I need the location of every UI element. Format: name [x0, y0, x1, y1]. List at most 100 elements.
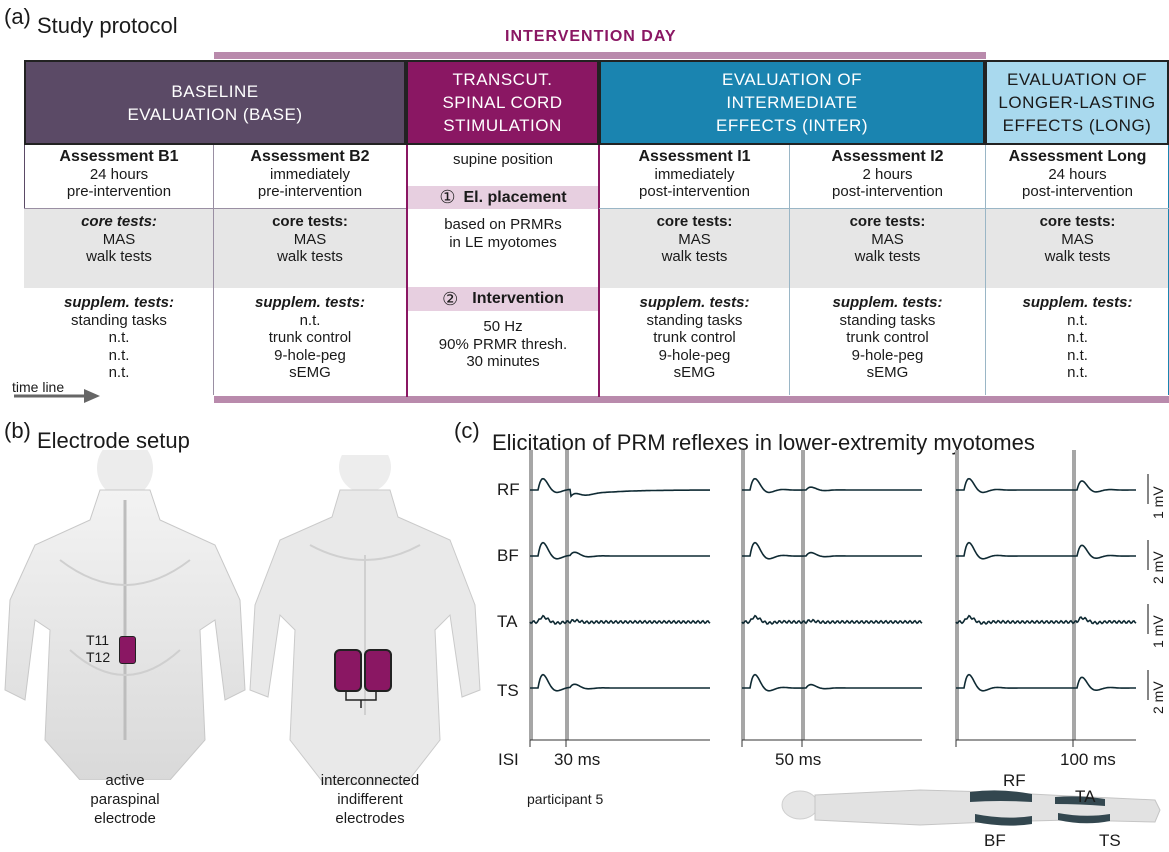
- col-i2-core-label: core tests:: [790, 213, 985, 231]
- col-i1-supp-4: sEMG: [600, 364, 789, 382]
- stim-marker-2: [1072, 450, 1076, 740]
- emg-trace: [956, 543, 1136, 559]
- col-b2-supp-1: n.t.: [214, 312, 406, 330]
- stim-position: supine position: [408, 151, 598, 169]
- step1-text-2: in LE myotomes: [408, 234, 598, 252]
- col-long-core: core tests: MAS walk tests: [986, 213, 1169, 266]
- col-long-time: 24 hours: [986, 166, 1169, 184]
- isi-value-100: 100 ms: [1060, 750, 1116, 770]
- step1-text-1: based on PRMRs: [408, 216, 598, 234]
- caption-front-3: electrodes: [295, 809, 445, 828]
- header-inter-line1: EVALUATION OF: [716, 68, 868, 91]
- col-long-supp-2: n.t.: [986, 329, 1169, 347]
- col-i1-supp: supplem. tests: standing tasks trunk con…: [600, 294, 789, 382]
- leg-label-bf: BF: [984, 831, 1006, 851]
- caption-back: active paraspinal electrode: [60, 771, 190, 828]
- col-b2-supp-label: supplem. tests:: [214, 294, 406, 312]
- electrode-connector: [340, 690, 390, 710]
- scale-bf: 2 mV: [1150, 538, 1166, 586]
- front-body-figure: [240, 455, 490, 785]
- caption-front: interconnected indifferent electrodes: [295, 771, 445, 828]
- indifferent-electrode-right: [364, 649, 392, 692]
- stim-marker-1: [955, 450, 959, 740]
- col-i2-supp: supplem. tests: standing tasks trunk con…: [790, 294, 985, 382]
- col-long-core-1: MAS: [986, 231, 1169, 249]
- emg-trace: [742, 616, 922, 624]
- vertebra-labels: T11 T12: [86, 632, 110, 666]
- col-i1-when: post-intervention: [600, 183, 789, 201]
- scale-ta: 1 mV: [1150, 602, 1166, 650]
- panel-a-tag: (a): [4, 4, 31, 30]
- col-i2-supp-1: standing tasks: [790, 312, 985, 330]
- stim-marker-1: [741, 450, 745, 740]
- col-b1-supp-label: supplem. tests:: [25, 294, 213, 312]
- col-i2-supp-4: sEMG: [790, 364, 985, 382]
- stim-step1-text: based on PRMRs in LE myotomes: [408, 216, 598, 251]
- scale-label-ts: 2 mV: [1150, 681, 1166, 714]
- col-long-supp: supplem. tests: n.t. n.t. n.t. n.t.: [986, 294, 1169, 382]
- emg-trace: [956, 479, 1136, 493]
- step1-number: ①: [439, 187, 455, 208]
- emg-trace: [530, 675, 710, 691]
- col-i1-core-2: walk tests: [600, 248, 789, 266]
- col-i2-title: Assessment I2: [790, 148, 985, 166]
- header-baseline: BASELINEEVALUATION (BASE): [24, 60, 406, 145]
- caption-back-1: active: [60, 771, 190, 790]
- col-b1-supp-2: n.t.: [25, 329, 213, 347]
- step2-text-1: 50 Hz: [408, 318, 598, 336]
- step1-title: El. placement: [463, 189, 566, 207]
- isi-value-50: 50 ms: [775, 750, 821, 770]
- col-long-supp-1: n.t.: [986, 312, 1169, 330]
- muscle-label-ts: TS: [497, 681, 519, 701]
- col-i1-head: Assessment I1 immediately post-intervent…: [600, 148, 789, 201]
- col-b2-head: Assessment B2 immediately pre-interventi…: [214, 148, 406, 201]
- muscle-label-rf: RF: [497, 480, 520, 500]
- col-i2-supp-2: trunk control: [790, 329, 985, 347]
- header-long-line3: EFFECTS (LONG): [998, 114, 1155, 137]
- col-i1-supp-1: standing tasks: [600, 312, 789, 330]
- col-b1-core-label: core tests:: [25, 213, 213, 231]
- row-border: [24, 208, 406, 209]
- stim-marker-2: [565, 450, 569, 740]
- col-b2-supp-2: trunk control: [214, 329, 406, 347]
- indifferent-electrode-left: [334, 649, 362, 692]
- col-i1-core-label: core tests:: [600, 213, 789, 231]
- intervention-day-label: INTERVENTION DAY: [505, 28, 677, 46]
- col-b1-supp-1: standing tasks: [25, 312, 213, 330]
- col-b2-core: core tests: MAS walk tests: [214, 213, 406, 266]
- emg-trace: [530, 543, 710, 559]
- col-long-supp-label: supplem. tests:: [986, 294, 1169, 312]
- caption-front-1: interconnected: [295, 771, 445, 790]
- col-b1-when: pre-intervention: [25, 183, 213, 201]
- emg-trace: [742, 675, 922, 691]
- step2-title: Intervention: [472, 290, 564, 308]
- stim-marker-1: [529, 450, 533, 740]
- col-long-core-2: walk tests: [986, 248, 1169, 266]
- leg-label-ts: TS: [1099, 831, 1121, 851]
- leg-label-ta: TA: [1075, 787, 1095, 807]
- col-i2-core-1: MAS: [790, 231, 985, 249]
- step2-text-3: 30 minutes: [408, 353, 598, 371]
- col-i2-head: Assessment I2 2 hours post-intervention: [790, 148, 985, 201]
- col-i2-supp-label: supplem. tests:: [790, 294, 985, 312]
- header-long-line1: EVALUATION OF: [998, 68, 1155, 91]
- col-long-supp-3: n.t.: [986, 347, 1169, 365]
- header-baseline-line2: EVALUATION (BASE): [127, 103, 302, 126]
- stim-step2-text: 50 Hz 90% PRMR thresh. 30 minutes: [408, 318, 598, 371]
- row-border: [599, 208, 1169, 209]
- col-i1-time: immediately: [600, 166, 789, 184]
- col-i2-when: post-intervention: [790, 183, 985, 201]
- emg-trace: [956, 616, 1136, 624]
- col-b2-supp-3: 9-hole-peg: [214, 347, 406, 365]
- rf-muscle: [970, 790, 1032, 802]
- intervention-day-bar-top: [214, 52, 986, 59]
- header-inter-line3: EFFECTS (INTER): [716, 114, 868, 137]
- col-b1-time: 24 hours: [25, 166, 213, 184]
- col-b2-core-1: MAS: [214, 231, 406, 249]
- col-b1-head: Assessment B1 24 hours pre-intervention: [25, 148, 213, 201]
- col-long-head: Assessment Long 24 hours post-interventi…: [986, 148, 1169, 201]
- header-stim-line1: TRANSCUT.: [442, 68, 562, 91]
- col-long-when: post-intervention: [986, 183, 1169, 201]
